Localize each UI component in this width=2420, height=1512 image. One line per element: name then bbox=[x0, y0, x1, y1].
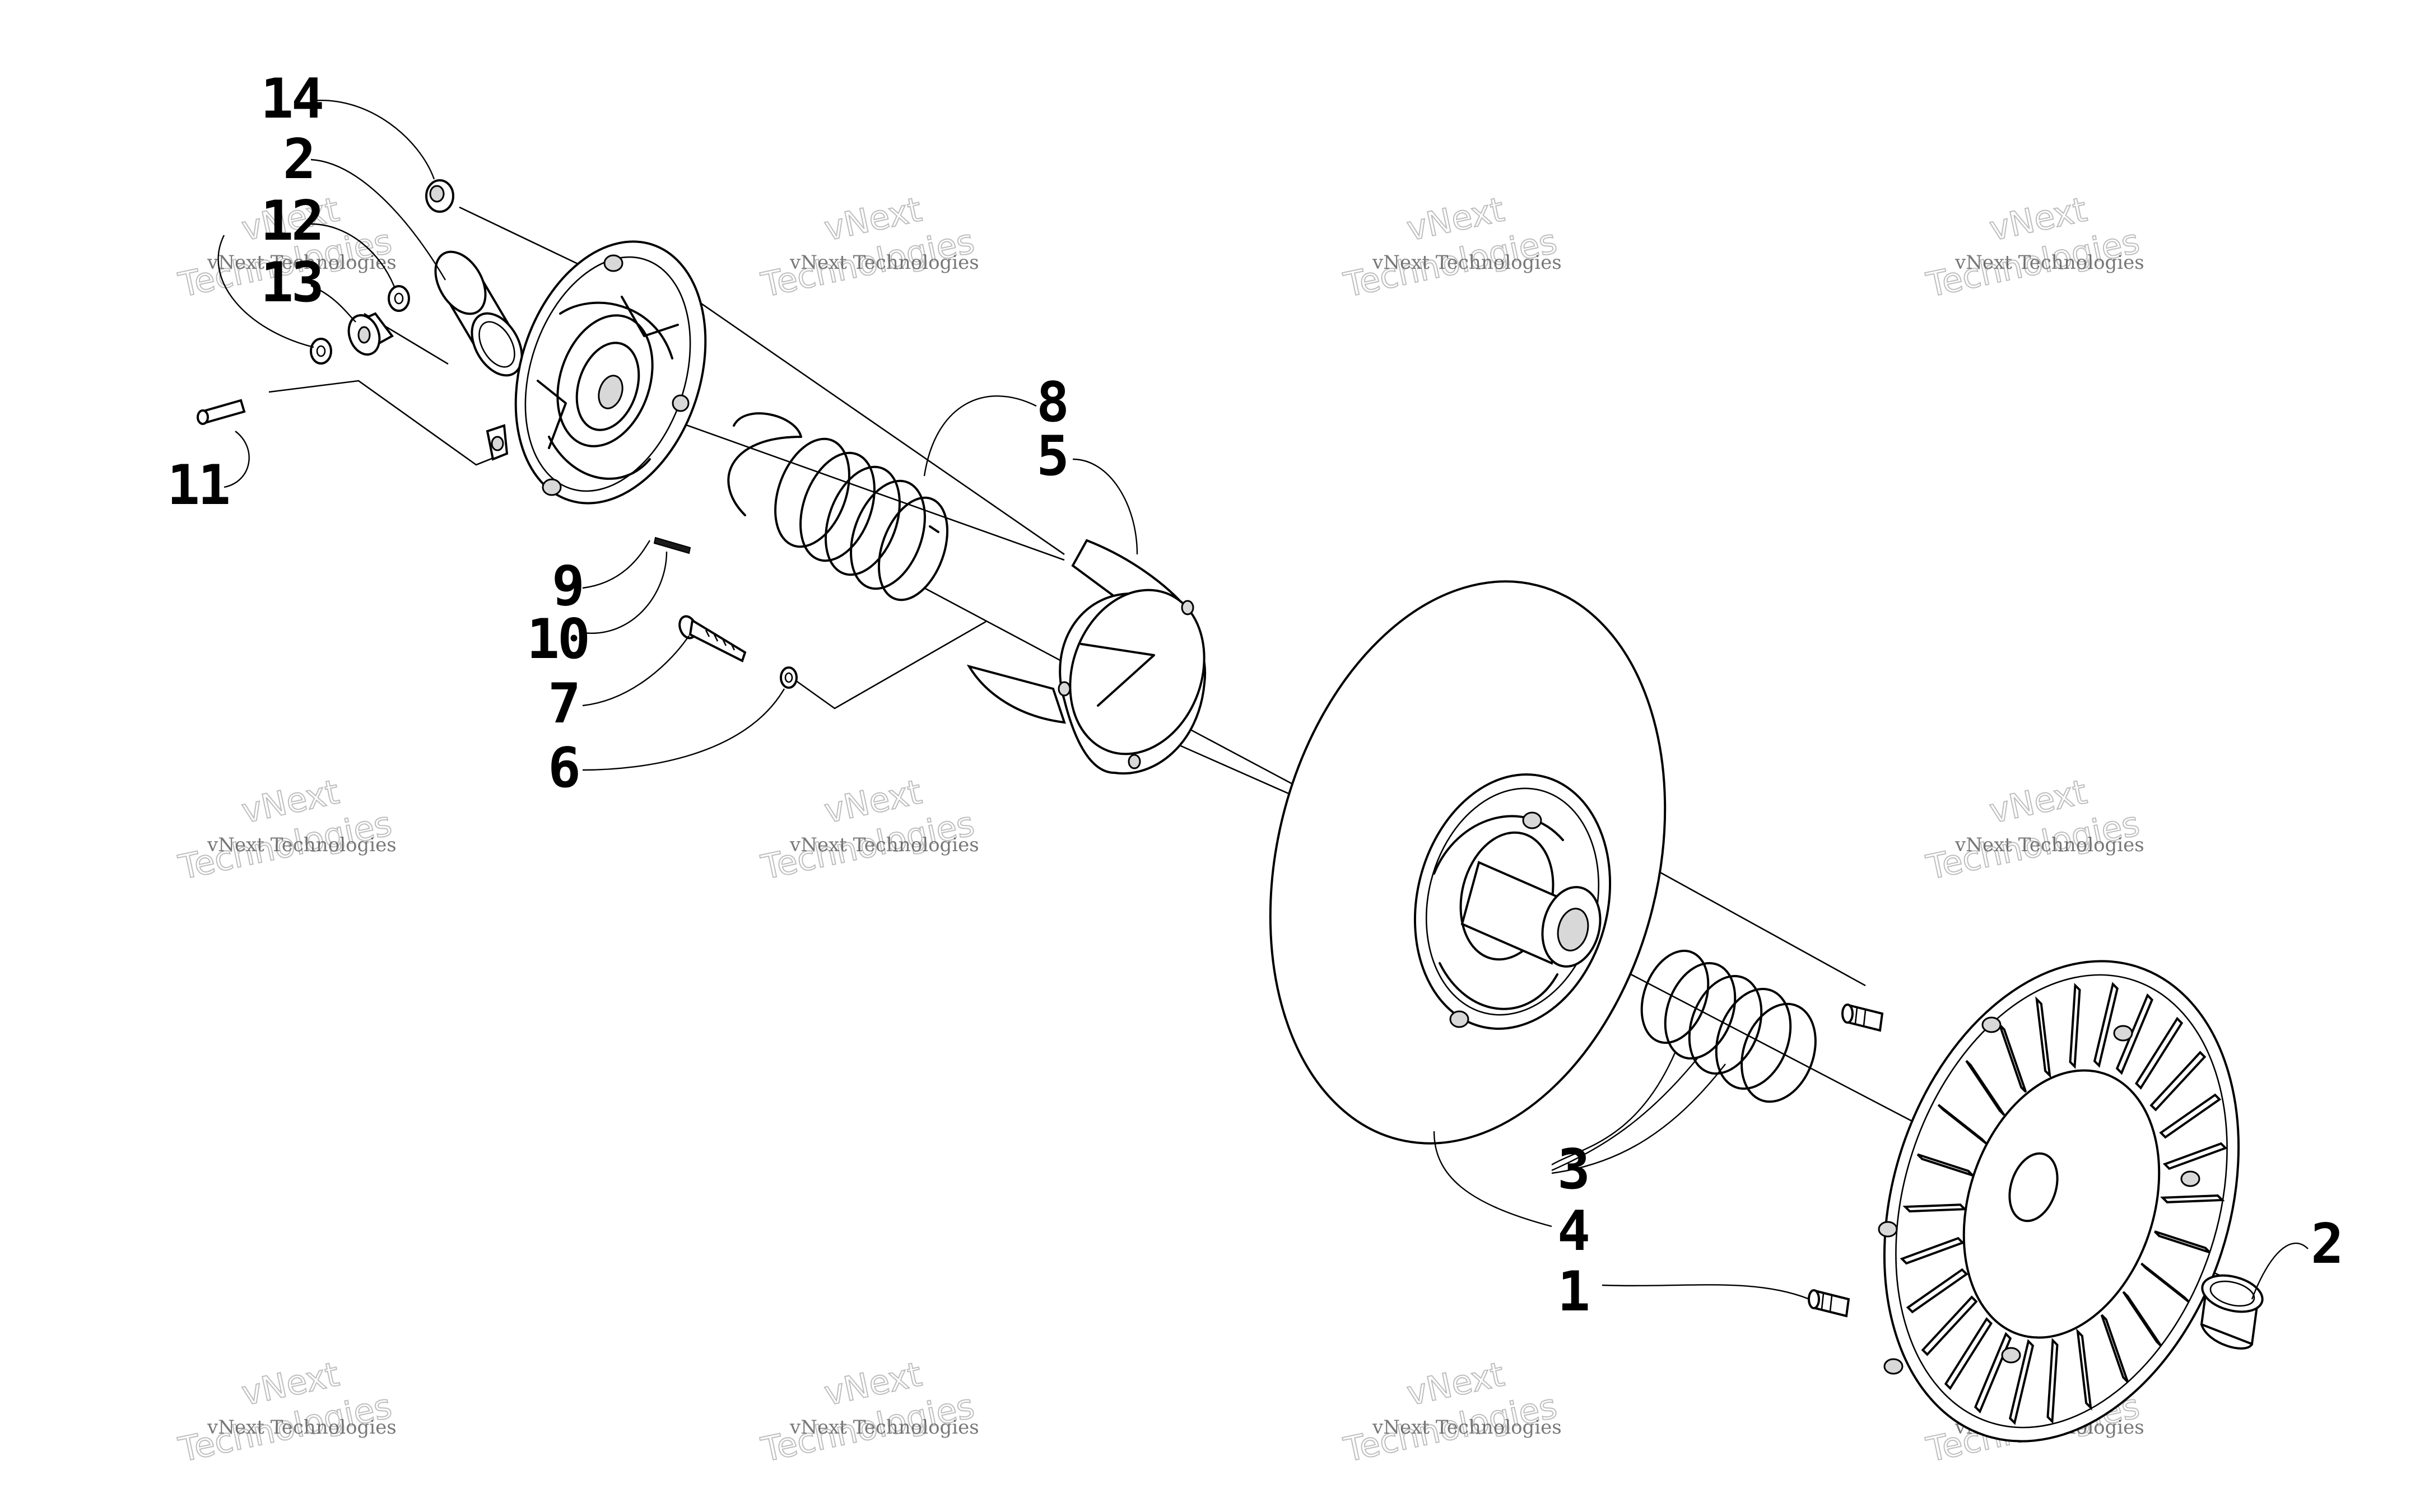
callout-6: 6 bbox=[548, 736, 579, 800]
watermark-small: vNext Technologies bbox=[1372, 251, 1562, 274]
callout-4: 4 bbox=[1557, 1200, 1588, 1263]
sheave-fin bbox=[1944, 1317, 1993, 1390]
callout-5: 5 bbox=[1036, 424, 1067, 488]
sheave-fin bbox=[1965, 1060, 2005, 1116]
sheave-fin bbox=[2115, 993, 2154, 1075]
part-3-spring bbox=[1640, 949, 1817, 1103]
part-14-nut bbox=[425, 179, 454, 213]
part-5-cam bbox=[966, 539, 1207, 775]
callout-2-bottom: 2 bbox=[2311, 1212, 2342, 1276]
sheave-fin bbox=[1921, 1295, 1978, 1356]
sheave-fin bbox=[2162, 1142, 2228, 1170]
part-7-bolt bbox=[678, 615, 747, 662]
sheave-fin bbox=[2135, 1016, 2184, 1090]
watermark-small: vNext Technologies bbox=[1954, 834, 2144, 856]
callout-2-top: 2 bbox=[283, 128, 314, 192]
sheave-fin bbox=[1916, 1153, 1974, 1177]
spider-cam-plate bbox=[486, 240, 707, 505]
callout-11: 11 bbox=[167, 454, 229, 517]
part-2-bushing-top bbox=[434, 250, 523, 377]
watermark-small: vNext Technologies bbox=[207, 251, 397, 274]
callout-labels: 14 2 12 13 11 8 5 9 10 7 6 3 4 1 2 bbox=[167, 67, 2344, 1324]
part-9-10-pin bbox=[653, 536, 691, 554]
watermark-small: vNext Technologies bbox=[207, 1416, 397, 1439]
leader-lines bbox=[217, 99, 2309, 1300]
sheave-fin bbox=[2149, 1051, 2207, 1112]
part-13-roller bbox=[347, 312, 394, 356]
sheave-fin bbox=[1937, 1104, 1987, 1145]
sheave-fin bbox=[2100, 1314, 2129, 1383]
sheave-fin bbox=[1998, 1024, 2027, 1093]
watermark-small: vNext Technologies bbox=[789, 251, 979, 274]
callout-3: 3 bbox=[1557, 1138, 1588, 1202]
sheave-fin bbox=[2069, 983, 2081, 1069]
sheave-fin bbox=[2122, 1291, 2162, 1347]
part-8-spring bbox=[727, 412, 949, 601]
sheave-fin bbox=[2140, 1262, 2190, 1303]
callout-8: 8 bbox=[1036, 371, 1067, 435]
sheave-fin bbox=[2009, 1339, 2035, 1425]
callout-1: 1 bbox=[1557, 1260, 1588, 1324]
watermark-small: vNext Technologies bbox=[1954, 251, 2144, 274]
sheave-fin bbox=[2046, 1338, 2059, 1424]
part-4-fixed-sheave bbox=[1878, 960, 2240, 1443]
callout-10: 10 bbox=[527, 608, 588, 671]
sheave-cooling-fins bbox=[1900, 982, 2228, 1425]
sheave-fin bbox=[2093, 982, 2119, 1068]
part-6-washer bbox=[780, 666, 798, 689]
callout-7: 7 bbox=[548, 672, 579, 736]
sheave-fin bbox=[2159, 1093, 2222, 1139]
watermark-small: vNext Technologies bbox=[789, 1416, 979, 1439]
part-2-bushing-bottom bbox=[2200, 1274, 2264, 1350]
sheave-fin bbox=[2160, 1194, 2225, 1203]
part-12-washer-lower bbox=[310, 338, 332, 365]
part-12-washer bbox=[388, 285, 410, 312]
sheave-fin bbox=[1906, 1268, 1968, 1314]
sheave-fin bbox=[2035, 996, 2051, 1079]
sheave-fin bbox=[1900, 1236, 1965, 1265]
callout-13: 13 bbox=[260, 251, 322, 315]
watermark-small: vNext Technologies bbox=[207, 834, 397, 856]
sheave-fin bbox=[1902, 1203, 1967, 1213]
callout-9: 9 bbox=[552, 554, 583, 618]
sheave-fin bbox=[2154, 1230, 2211, 1254]
sheave-fin bbox=[2076, 1328, 2092, 1411]
part-1-stud-upper bbox=[1841, 1004, 1884, 1032]
callout-14: 14 bbox=[260, 67, 322, 131]
callout-12: 12 bbox=[260, 189, 322, 253]
part-11-pin bbox=[197, 399, 246, 425]
watermark-small: vNext Technologies bbox=[789, 834, 979, 856]
part-1-stud-lower bbox=[1808, 1289, 1850, 1318]
watermark-small: vNext Technologies bbox=[1372, 1416, 1562, 1439]
sheave-disc bbox=[1269, 580, 1667, 1145]
